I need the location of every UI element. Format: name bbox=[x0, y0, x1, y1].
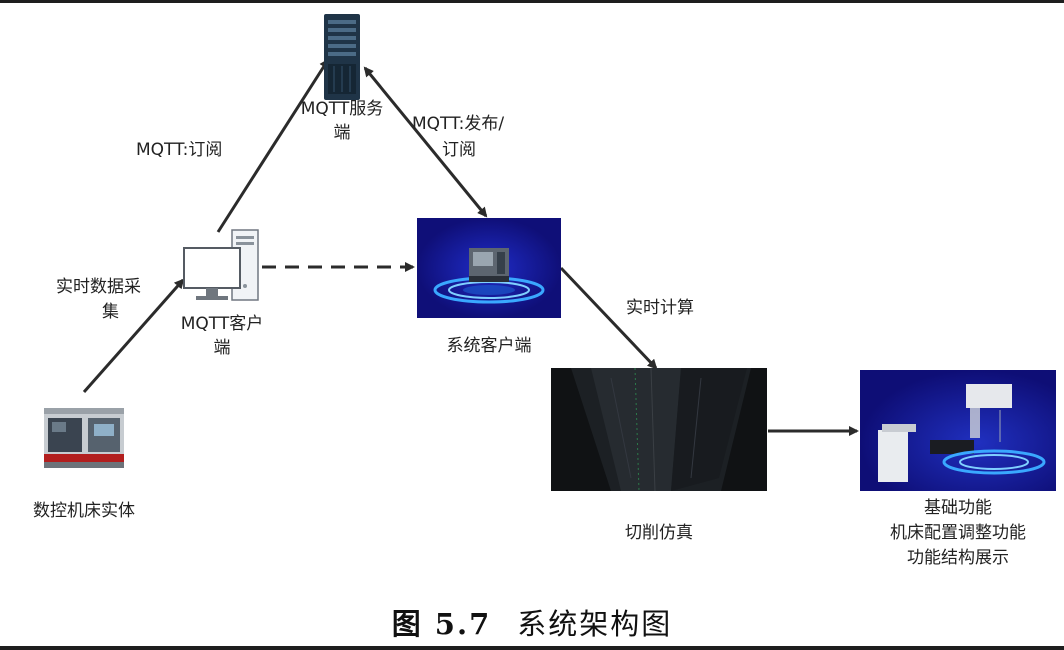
pc-label-line1: MQTT客户 bbox=[180, 314, 264, 334]
publish-label-line2: 订阅 bbox=[442, 140, 476, 160]
machine-label: 数控机床实体 bbox=[33, 501, 135, 521]
top-border bbox=[0, 0, 1064, 3]
caption-number: 图 5.7 bbox=[391, 607, 492, 641]
collect-label-line1: 实时数据采 bbox=[56, 277, 141, 297]
system-client-label: 系统客户端 bbox=[446, 336, 532, 356]
server-label-line1: MQTT服务 bbox=[300, 99, 384, 119]
cutting-simulation-image bbox=[551, 368, 767, 491]
system-client-image bbox=[417, 218, 561, 318]
bottom-border bbox=[0, 646, 1064, 650]
function-label-line2: 机床配置调整功能 bbox=[890, 523, 1026, 543]
pc-label-line2: 端 bbox=[213, 338, 231, 358]
compute-label: 实时计算 bbox=[626, 298, 694, 318]
arrow-machine-to-pc bbox=[82, 278, 185, 393]
figure-caption: 图 5.7 系统架构图 bbox=[0, 604, 1064, 644]
arrow-server-system-bidirectional bbox=[363, 66, 488, 218]
desktop-computer-icon bbox=[180, 226, 262, 304]
function-display-image bbox=[860, 370, 1056, 491]
function-label-line1: 基础功能 bbox=[924, 498, 992, 518]
collect-label-line2: 集 bbox=[102, 302, 119, 322]
cnc-machine-icon bbox=[44, 406, 124, 470]
caption-title: 系统架构图 bbox=[517, 607, 673, 641]
subscribe-label: MQTT:订阅 bbox=[136, 140, 223, 160]
server-label-line2: 端 bbox=[333, 123, 351, 143]
arrow-pc-to-server bbox=[216, 58, 330, 233]
arrow-system-to-cutting bbox=[559, 266, 658, 370]
cutting-label: 切削仿真 bbox=[625, 523, 693, 543]
server-icon bbox=[324, 14, 360, 100]
function-label-line3: 功能结构展示 bbox=[907, 548, 1009, 568]
publish-label-line1: MQTT:发布/ bbox=[412, 114, 505, 134]
